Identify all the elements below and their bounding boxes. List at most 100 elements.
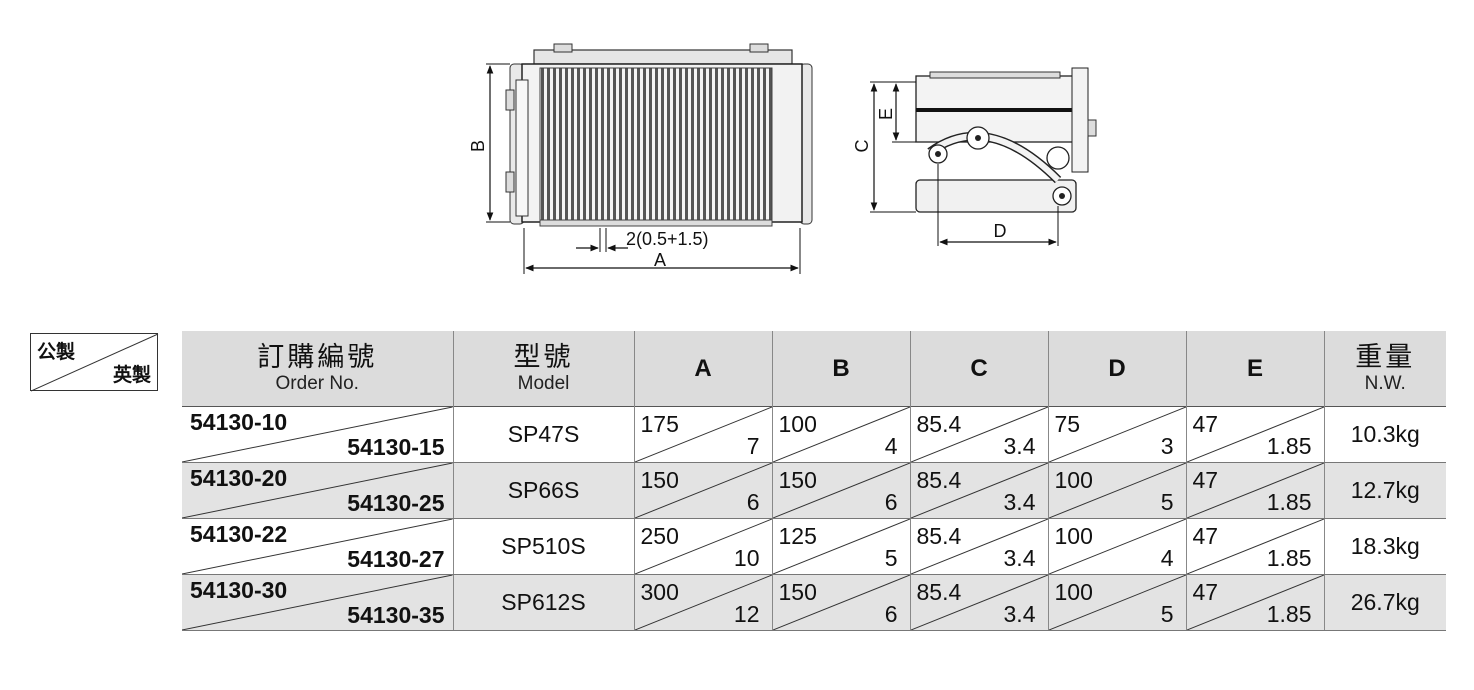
dim-c-imperial: 3.4 <box>1003 601 1036 627</box>
header-model-cn: 型號 <box>513 341 574 373</box>
dim-c-imperial: 3.4 <box>1003 545 1036 571</box>
dim-c-cell: 85.4 3.4 <box>910 462 1049 519</box>
dim-a-metric: 150 <box>640 467 679 493</box>
dim-e-label: E <box>876 108 896 120</box>
dim-a-metric: 250 <box>640 523 679 549</box>
cell-diagonal <box>773 463 910 518</box>
dim-e-metric: 47 <box>1192 411 1219 437</box>
dim-c-imperial: 3.4 <box>1003 433 1036 459</box>
legend-metric-label: 公製 <box>37 341 76 363</box>
cell-diagonal <box>1187 407 1324 462</box>
dim-a-metric: 300 <box>640 579 679 605</box>
header-order-no: 訂購編號 Order No. <box>182 331 454 407</box>
dim-d-metric: 100 <box>1054 579 1093 605</box>
dim-c-metric: 85.4 <box>916 523 962 549</box>
cell-diagonal <box>1049 407 1186 462</box>
dim-a-label: A <box>654 250 666 270</box>
cell-diagonal <box>635 519 772 574</box>
header-c-label: C <box>970 354 988 382</box>
dim-d-imperial: 4 <box>1160 545 1174 571</box>
header-d-label: D <box>1108 354 1126 382</box>
dim-d-cell: 100 4 <box>1048 518 1187 575</box>
dim-c-label: C <box>852 140 872 153</box>
order-no-cell: 54130-20 54130-25 <box>182 462 454 519</box>
header-e: E <box>1186 331 1325 407</box>
legend-diagonal <box>31 334 159 392</box>
dim-d-metric: 75 <box>1054 411 1081 437</box>
model-value: SP47S <box>507 421 580 447</box>
header-order-cn: 訂購編號 <box>257 341 378 373</box>
cell-diagonal <box>1187 575 1324 630</box>
dim-a-metric: 175 <box>640 411 679 437</box>
cell-diagonal <box>1187 463 1324 518</box>
order-no-imperial: 54130-35 <box>347 602 445 628</box>
order-no-imperial: 54130-27 <box>347 546 445 572</box>
dim-e-imperial: 1.85 <box>1266 601 1312 627</box>
dim-b-metric: 100 <box>778 411 817 437</box>
dim-e-imperial: 1.85 <box>1266 433 1312 459</box>
order-no-metric: 54130-10 <box>190 409 288 435</box>
dim-b-label: B <box>468 140 488 152</box>
dim-c-metric: 85.4 <box>916 411 962 437</box>
dim-c-cell: 85.4 3.4 <box>910 518 1049 575</box>
weight-cell: 10.3kg <box>1324 406 1446 463</box>
order-no-cell: 54130-30 54130-35 <box>182 574 454 631</box>
model-cell: SP47S <box>453 406 635 463</box>
spec-table: 訂購編號 Order No. 型號 Model A B C D E 重量 N.W… <box>182 331 1446 631</box>
dim-b-imperial: 5 <box>884 545 898 571</box>
order-no-metric: 54130-20 <box>190 465 288 491</box>
dim-d-imperial: 5 <box>1160 601 1174 627</box>
cell-diagonal <box>773 407 910 462</box>
dim-b-metric: 150 <box>778 467 817 493</box>
header-order-en: Order No. <box>275 372 359 394</box>
dim-d-metric: 100 <box>1054 523 1093 549</box>
cell-diagonal <box>911 575 1048 630</box>
order-no-imperial: 54130-25 <box>347 490 445 516</box>
weight-value: 18.3kg <box>1350 533 1420 559</box>
dim-e-metric: 47 <box>1192 467 1219 493</box>
model-value: SP66S <box>507 477 580 503</box>
header-c: C <box>910 331 1049 407</box>
dim-b-imperial: 4 <box>884 433 898 459</box>
cell-diagonal <box>1049 463 1186 518</box>
model-cell: SP66S <box>453 462 635 519</box>
order-no-metric: 54130-30 <box>190 577 288 603</box>
cell-diagonal <box>773 575 910 630</box>
dim-d-imperial: 5 <box>1160 489 1174 515</box>
dim-c-metric: 85.4 <box>916 467 962 493</box>
model-value: SP510S <box>501 533 586 559</box>
weight-cell: 26.7kg <box>1324 574 1446 631</box>
cell-diagonal <box>1049 519 1186 574</box>
dim-d-label: D <box>994 221 1007 241</box>
dim-c-imperial: 3.4 <box>1003 489 1036 515</box>
cell-diagonal <box>911 463 1048 518</box>
dim-b-metric: 150 <box>778 579 817 605</box>
header-b-label: B <box>832 354 850 382</box>
dim-e-imperial: 1.85 <box>1266 489 1312 515</box>
header-weight-cn: 重量 <box>1355 341 1416 373</box>
dim-c-cell: 85.4 3.4 <box>910 406 1049 463</box>
header-e-label: E <box>1246 354 1263 382</box>
weight-cell: 12.7kg <box>1324 462 1446 519</box>
dim-d-imperial: 3 <box>1160 433 1174 459</box>
dim-e-metric: 47 <box>1192 523 1219 549</box>
model-cell: SP510S <box>453 518 635 575</box>
cell-diagonal <box>182 463 453 518</box>
dim-b-imperial: 6 <box>884 601 898 627</box>
header-model: 型號 Model <box>453 331 635 407</box>
dim-e-metric: 47 <box>1192 579 1219 605</box>
model-cell: SP612S <box>453 574 635 631</box>
weight-value: 26.7kg <box>1350 589 1420 615</box>
top-view: B 2(0.5+1.5) A <box>468 43 813 274</box>
technical-drawing: B 2(0.5+1.5) A C <box>468 43 1097 274</box>
